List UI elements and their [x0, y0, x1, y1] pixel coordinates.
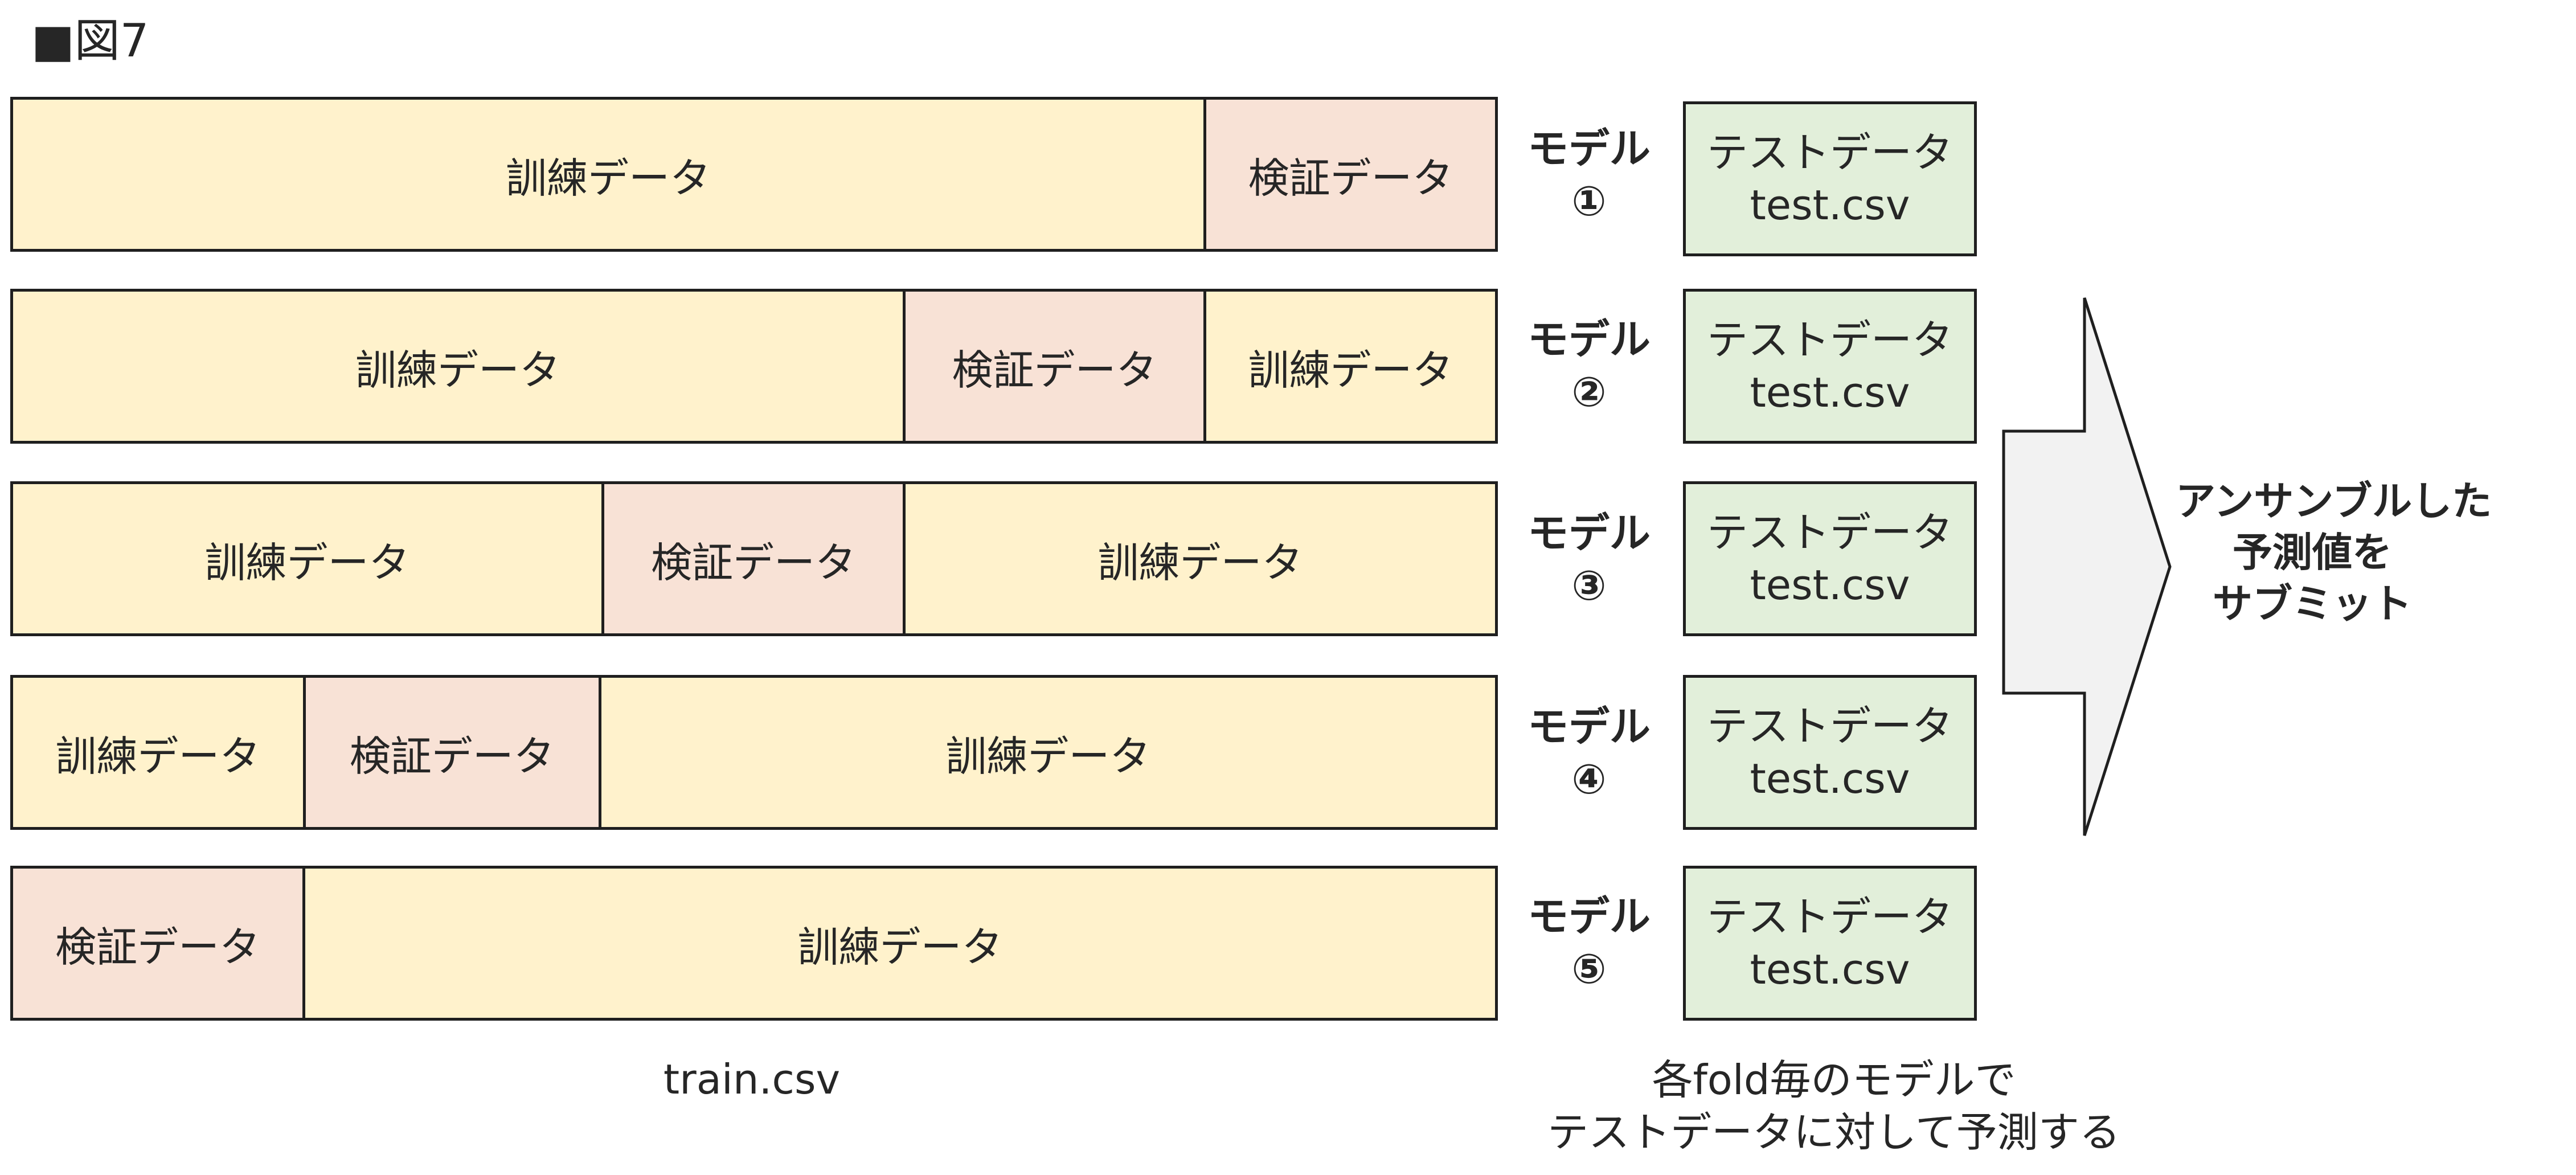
caption-line-1: 各fold毎のモデルで — [1652, 1056, 2016, 1104]
test-data-box-4: テストデータ test.csv — [1683, 675, 1977, 830]
validation-data-segment: 検証データ — [10, 866, 305, 1021]
model-label-text: モデル — [1527, 125, 1651, 173]
train-data-segment: 訓練データ — [10, 289, 906, 444]
fold-row-5: 検証データ 訓練データ — [10, 866, 1498, 1021]
test-data-file: test.csv — [1750, 181, 1910, 229]
validation-data-segment: 検証データ — [906, 289, 1206, 444]
result-line-2: 予測値を — [2233, 529, 2392, 576]
test-data-title: テストデータ — [1706, 509, 1953, 556]
test-data-title: テストデータ — [1706, 893, 1953, 941]
model-number: ⑤ — [1571, 945, 1607, 993]
model-label-4: モデル ④ — [1515, 701, 1663, 805]
validation-data-segment: 検証データ — [604, 481, 906, 636]
fold-row-4: 訓練データ 検証データ 訓練データ — [10, 675, 1498, 830]
train-data-segment: 訓練データ — [1206, 289, 1498, 444]
train-data-segment: 訓練データ — [305, 866, 1498, 1021]
model-label-text: モデル — [1527, 892, 1651, 940]
result-line-3: サブミット — [2213, 580, 2412, 627]
model-number: ③ — [1571, 562, 1607, 609]
model-label-1: モデル ① — [1515, 122, 1663, 227]
model-number: ① — [1571, 177, 1607, 225]
train-data-segment: 訓練データ — [601, 675, 1498, 830]
test-data-title: テストデータ — [1706, 316, 1953, 364]
train-data-segment: 訓練データ — [10, 97, 1206, 252]
fold-row-1: 訓練データ 検証データ — [10, 97, 1498, 252]
test-data-box-2: テストデータ test.csv — [1683, 289, 1977, 444]
figure-title: ■図7 — [31, 14, 149, 67]
validation-data-segment: 検証データ — [305, 675, 601, 830]
test-data-box-1: テストデータ test.csv — [1683, 101, 1977, 256]
test-data-file: test.csv — [1750, 945, 1910, 993]
model-label-text: モデル — [1527, 316, 1651, 363]
test-data-file: test.csv — [1750, 755, 1910, 803]
train-data-segment: 訓練データ — [10, 481, 604, 636]
validation-data-segment: 検証データ — [1206, 97, 1498, 252]
test-data-box-3: テストデータ test.csv — [1683, 481, 1977, 636]
test-data-file: test.csv — [1750, 561, 1910, 609]
train-file-caption: train.csv — [663, 1055, 841, 1103]
model-label-5: モデル ⑤ — [1515, 890, 1663, 995]
model-number: ④ — [1571, 755, 1607, 803]
test-prediction-caption: 各fold毎のモデルで テストデータに対して予測する — [1526, 1054, 2141, 1158]
test-data-file: test.csv — [1750, 369, 1910, 416]
fold-row-3: 訓練データ 検証データ 訓練データ — [10, 481, 1498, 636]
model-label-text: モデル — [1527, 703, 1651, 751]
model-label-text: モデル — [1527, 509, 1651, 557]
train-data-segment: 訓練データ — [906, 481, 1498, 636]
model-label-2: モデル ② — [1515, 313, 1663, 418]
test-data-box-5: テストデータ test.csv — [1683, 866, 1977, 1021]
test-data-title: テストデータ — [1706, 702, 1953, 750]
fold-row-2: 訓練データ 検証データ 訓練データ — [10, 289, 1498, 444]
model-label-3: モデル ③ — [1515, 507, 1663, 612]
ensemble-submit-text: アンサンブルした 予測値を サブミット — [2176, 476, 2492, 629]
test-data-title: テストデータ — [1706, 129, 1953, 177]
model-number: ② — [1571, 368, 1607, 416]
train-data-segment: 訓練データ — [10, 675, 306, 830]
ensemble-arrow-shape — [2002, 297, 2172, 836]
caption-line-2: テストデータに対して予測する — [1547, 1108, 2120, 1156]
ensemble-arrow — [2002, 297, 2172, 836]
result-line-1: アンサンブルした — [2176, 478, 2492, 525]
